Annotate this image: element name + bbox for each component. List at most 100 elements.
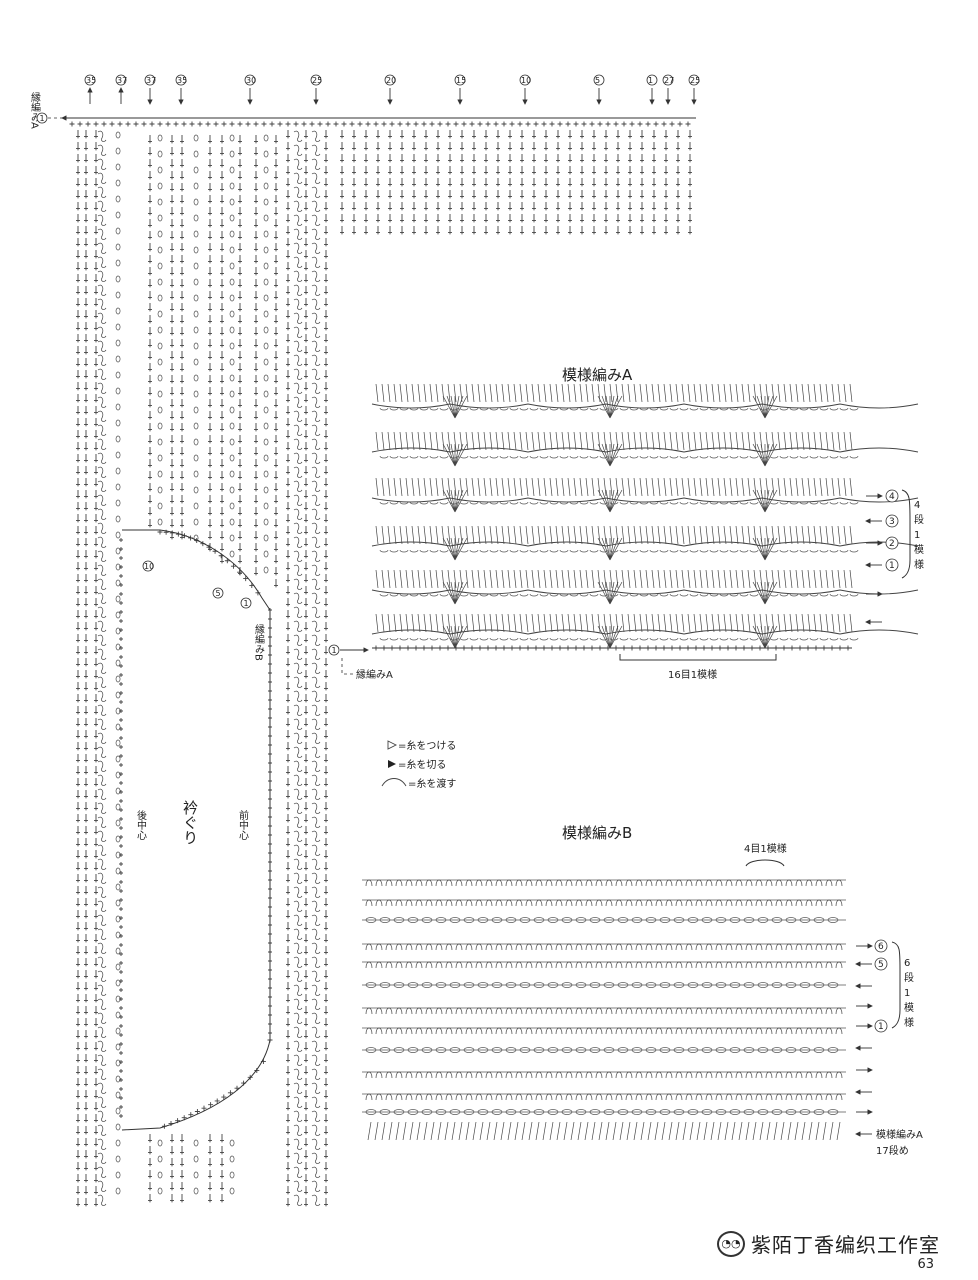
col-number-circle — [144, 74, 156, 86]
col-number-circle — [384, 74, 396, 86]
col-number-circle — [244, 74, 256, 86]
pb-row-circle — [874, 1019, 888, 1033]
top-sc-row — [69, 121, 691, 127]
marker-1: 1 — [244, 599, 249, 608]
col-number: 27 — [664, 76, 674, 85]
col-number-circle — [646, 74, 658, 86]
stitch-column — [324, 130, 328, 1207]
front-center-label: 前中心 — [237, 809, 249, 840]
col-number-circle — [593, 74, 605, 86]
wechat-icon: ◔◔ — [717, 1230, 745, 1257]
back-center-label: 後中心 — [135, 809, 147, 840]
stitch-column — [352, 130, 356, 235]
bottom-marker-circle — [328, 644, 340, 656]
pattern-a-fan — [442, 581, 468, 605]
col-number: 5 — [595, 76, 600, 85]
pattern-a-fan — [752, 395, 778, 419]
pa-row-circle — [885, 536, 899, 550]
stitch-column — [180, 1134, 184, 1203]
pattern-a-chain — [379, 549, 859, 553]
pattern-b-title: 模様編みB — [562, 824, 632, 842]
pb-repeat-rows-char: 段 — [904, 971, 914, 984]
stitch-column — [592, 130, 596, 235]
pattern-b-from-row: 17段め — [876, 1144, 909, 1157]
pattern-b-loop-row — [365, 961, 843, 969]
chain-column — [115, 131, 121, 1195]
pattern-a-wave — [371, 541, 919, 547]
main-stitch-columns — [69, 121, 692, 1207]
pattern-a-fan — [597, 395, 623, 419]
pattern-a-fan — [442, 625, 468, 649]
col-number: 37 — [117, 76, 127, 85]
stitch-column — [544, 130, 548, 235]
pa-row-circle — [885, 558, 899, 572]
pattern-a-chain — [379, 455, 859, 459]
stitch-column — [220, 135, 224, 564]
stitch-column — [76, 130, 80, 1207]
pa-row-number: 2 — [889, 539, 895, 549]
marker-circle-10 — [142, 560, 154, 572]
col-number: 20 — [386, 76, 396, 85]
col-number: 15 — [456, 76, 466, 85]
pattern-a-fan — [597, 537, 623, 561]
chain-column — [157, 134, 163, 526]
pattern-b-rows — [362, 879, 846, 1141]
stitch-column — [388, 130, 392, 235]
pattern-b-loop-row — [365, 879, 843, 887]
pattern-a-fan — [597, 489, 623, 513]
pattern-b-row-bracket — [891, 941, 901, 1029]
col-number: 35 — [86, 76, 96, 85]
pattern-b-loop-row — [365, 943, 843, 951]
neckline-outline — [121, 529, 271, 1131]
col-number-circle — [115, 74, 127, 86]
pa-row-circle — [885, 514, 899, 528]
pattern-a-fan — [442, 395, 468, 419]
pattern-b-repeat-brace — [745, 859, 785, 867]
watermark-text: 紫陌丁香编织工作室 — [751, 1233, 940, 1257]
pa-row-circle — [885, 489, 899, 503]
pb-repeat-rows-char: 様 — [904, 1016, 914, 1029]
pattern-a-fan — [442, 443, 468, 467]
stitch-column — [676, 130, 680, 235]
pattern-a-chain — [379, 593, 859, 597]
pattern-b-repeat-sts: 4目1模様 — [744, 842, 787, 855]
stitch-column — [472, 130, 476, 235]
legend-attach: =糸をつける — [398, 740, 456, 752]
chain-column — [229, 1139, 235, 1195]
pattern-a-row-bracket — [901, 489, 911, 579]
stitch-column — [664, 130, 668, 235]
pattern-a-posts — [375, 525, 853, 545]
stitch-column — [616, 130, 620, 235]
stitch-column — [238, 135, 242, 576]
stitch-column — [652, 130, 656, 235]
pattern-a-posts — [375, 569, 853, 589]
stitch-column — [180, 135, 184, 540]
chain-column — [229, 134, 235, 558]
pattern-a-repeat-sts: 16目1模様 — [668, 668, 717, 681]
bottom-edge-label: 縁編みA — [356, 668, 393, 681]
stitch-column — [580, 130, 584, 235]
stitch-column — [84, 130, 88, 1207]
stitch-column — [556, 130, 560, 235]
shell-column — [97, 130, 107, 1206]
row-marker-1-top: 1 — [40, 114, 45, 123]
legend: =糸をつける =糸を切る =糸を渡す — [381, 740, 456, 790]
stitch-column — [424, 130, 428, 235]
marker-10: 10 — [144, 562, 154, 571]
col-number: 37 — [146, 76, 156, 85]
pb-repeat-rows-char: 1 — [904, 988, 910, 999]
col-number: 30 — [246, 76, 256, 85]
pattern-a-posts — [375, 431, 853, 451]
row-marker-circle — [36, 112, 48, 124]
stitch-column — [688, 130, 692, 235]
bottom-marker-1: 1 — [332, 646, 337, 655]
col-number-circle — [688, 74, 700, 86]
stitch-column — [220, 1134, 224, 1203]
pattern-a-posts — [375, 613, 853, 633]
pb-row-circle — [874, 939, 888, 953]
stitch-column — [208, 1134, 212, 1203]
carry-yarn-icon — [381, 778, 407, 787]
stitch-column — [568, 130, 572, 235]
marker-5: 5 — [216, 589, 221, 598]
